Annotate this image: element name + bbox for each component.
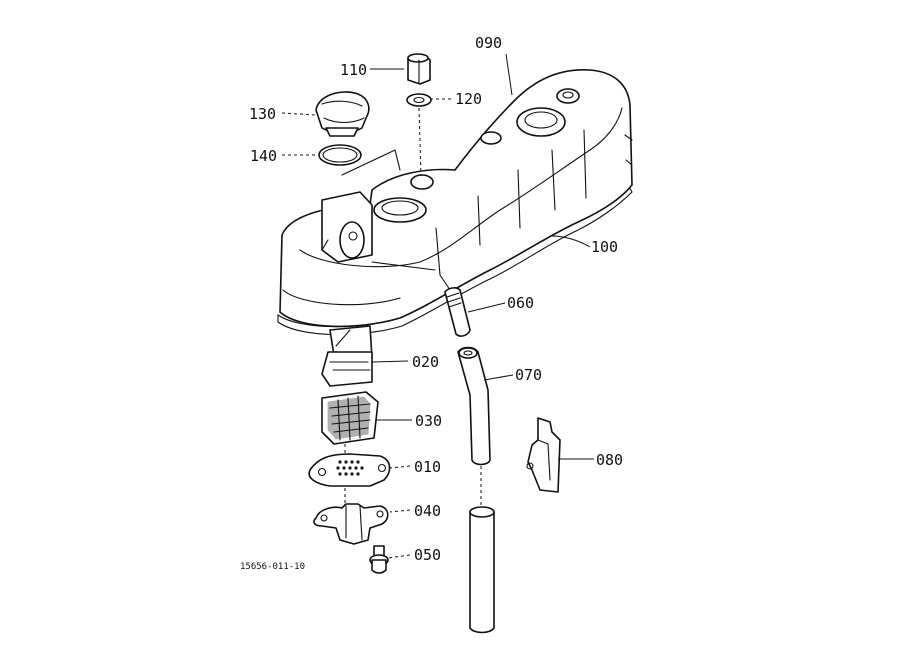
label-020: 020	[412, 353, 439, 371]
clip-080	[526, 417, 561, 493]
label-040: 040	[414, 502, 441, 520]
valve-cover-090	[277, 69, 633, 363]
label-120: 120	[455, 90, 482, 108]
label-130: 130	[249, 105, 276, 123]
label-140: 140	[250, 147, 277, 165]
label-070: 070	[515, 366, 542, 384]
tube-lower	[469, 506, 495, 634]
breather-plate-020	[321, 329, 373, 387]
label-060: 060	[507, 294, 534, 312]
filter-element-030	[321, 391, 379, 445]
screw-050	[369, 545, 389, 574]
label-090: 090	[475, 34, 502, 52]
label-050: 050	[414, 546, 441, 564]
label-080: 080	[596, 451, 623, 469]
breather-tube-070	[457, 346, 491, 466]
hose-060	[444, 287, 471, 337]
leader-lines	[281, 53, 594, 559]
oil-filler-cap-130	[315, 91, 370, 137]
axis-line-110	[418, 107, 422, 177]
gasket-plate-010	[308, 453, 391, 487]
label-030: 030	[415, 412, 442, 430]
cover-plate-040	[313, 503, 389, 545]
label-010: 010	[414, 458, 441, 476]
label-110: 110	[340, 61, 367, 79]
assembly-bracket	[341, 149, 401, 176]
drawing-code: 15656-011-10	[240, 562, 305, 572]
label-100: 100	[591, 238, 618, 256]
washer-120	[406, 93, 432, 107]
cap-nut-110	[407, 53, 431, 85]
